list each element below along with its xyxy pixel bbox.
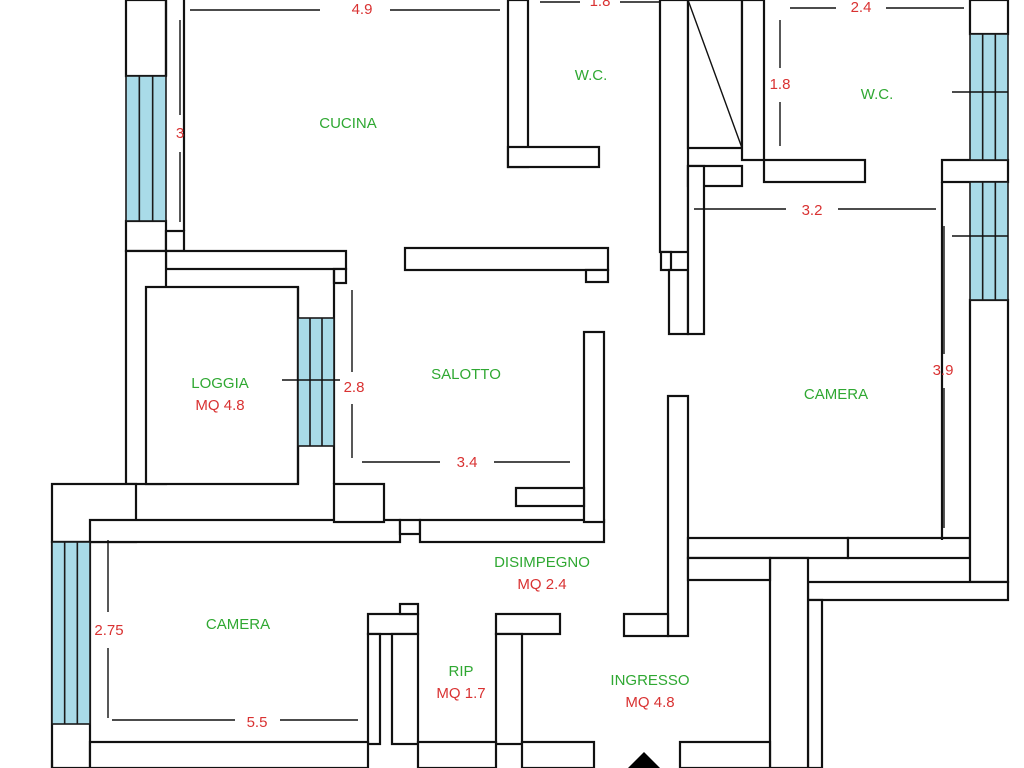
window — [51, 541, 91, 725]
wall-segment — [164, 249, 348, 271]
wall-segment — [366, 612, 420, 636]
dim-camera-left-width: 5.5 — [247, 714, 268, 731]
dimension-lines — [107, 1, 1008, 721]
wall-segment — [584, 268, 610, 284]
room-label-wc-right: W.C. — [861, 86, 894, 103]
wall-segment — [740, 0, 766, 162]
room-label-camera-left: CAMERA — [206, 616, 270, 633]
window-glass — [969, 181, 1009, 301]
windows — [51, 33, 1009, 725]
wall-segment — [88, 518, 402, 544]
window-glass — [51, 541, 91, 725]
wall-segment — [164, 229, 186, 253]
dim-wc-right-height: 1.8 — [770, 76, 791, 93]
wall-segment — [968, 0, 1010, 36]
wall-segment — [806, 598, 824, 768]
dim-salotto-height: 2.8 — [344, 379, 365, 396]
dim-camera-right-width: 3.2 — [802, 202, 823, 219]
wall-segment — [940, 158, 1010, 184]
dim-camera-left-height: 2.75 — [94, 622, 123, 639]
wall-segment — [416, 740, 498, 768]
wall-segment — [144, 285, 300, 486]
wall-segment — [520, 740, 596, 768]
wall-segment — [622, 612, 670, 638]
wall-segment — [398, 602, 420, 616]
wall-segment — [506, 145, 601, 169]
room-label-cucina: CUCINA — [319, 115, 377, 132]
window — [969, 33, 1009, 161]
window — [297, 317, 335, 447]
entrance-arrow-icon — [628, 752, 660, 768]
room-label-wc-left: W.C. — [575, 67, 608, 84]
wall-segment — [366, 632, 382, 746]
room-label-loggia: LOGGIA — [191, 375, 249, 392]
wall-segment — [659, 250, 673, 272]
window — [969, 181, 1009, 301]
room-label-camera-right: CAMERA — [804, 386, 868, 403]
dim-cucina-width: 4.9 — [352, 1, 373, 18]
wall-segment — [667, 268, 690, 336]
wall-segment — [762, 158, 867, 184]
wall-segment — [418, 518, 606, 544]
wall-segment — [398, 518, 422, 536]
wall-segment — [846, 536, 972, 560]
window-glass — [297, 317, 335, 447]
wall-segment — [678, 740, 772, 768]
room-label-salotto: SALOTTO — [431, 366, 501, 383]
wall-segment — [494, 632, 524, 746]
wall-segment — [768, 556, 810, 768]
room-label-ingresso: INGRESSO — [610, 672, 689, 689]
wall-segment — [582, 330, 606, 524]
dim-cucina-height: 3 — [176, 125, 184, 142]
area-label-ingresso: MQ 4.8 — [625, 694, 674, 711]
wall-segment — [88, 740, 370, 768]
area-label-disimpegno: MQ 2.4 — [517, 576, 566, 593]
wall-segment — [658, 0, 690, 254]
dim-wc-left-width: 1.8 — [590, 0, 611, 10]
wall-segment — [666, 394, 690, 638]
wall-segment — [506, 0, 530, 169]
wall-segment — [390, 632, 420, 746]
room-label-disimpegno: DISIMPEGNO — [494, 554, 590, 571]
shaft-diagonal-line — [687, 0, 743, 149]
window-glass — [125, 75, 167, 222]
area-label-loggia: MQ 4.8 — [195, 397, 244, 414]
wall-segment — [332, 482, 386, 524]
wall-segment — [124, 0, 168, 78]
dim-wc-right-width: 2.4 — [851, 0, 872, 16]
area-label-rip: MQ 1.7 — [436, 685, 485, 702]
dim-camera-right-height: 3.9 — [933, 362, 954, 379]
window-glass — [969, 33, 1009, 161]
room-label-rip: RIP — [448, 663, 473, 680]
wall-segment — [968, 298, 1010, 584]
window — [125, 75, 167, 222]
wall-segment — [686, 536, 850, 560]
wall-segment — [514, 486, 586, 508]
wall-segment — [494, 612, 562, 636]
wall-segment — [332, 267, 348, 285]
walls — [50, 0, 1010, 768]
wall-segment — [403, 246, 610, 272]
wall-segment — [686, 556, 772, 582]
dim-salotto-width: 3.4 — [457, 454, 478, 471]
wall-segment — [124, 219, 168, 253]
wall-segment — [686, 164, 706, 336]
wall-segment — [806, 580, 1010, 602]
